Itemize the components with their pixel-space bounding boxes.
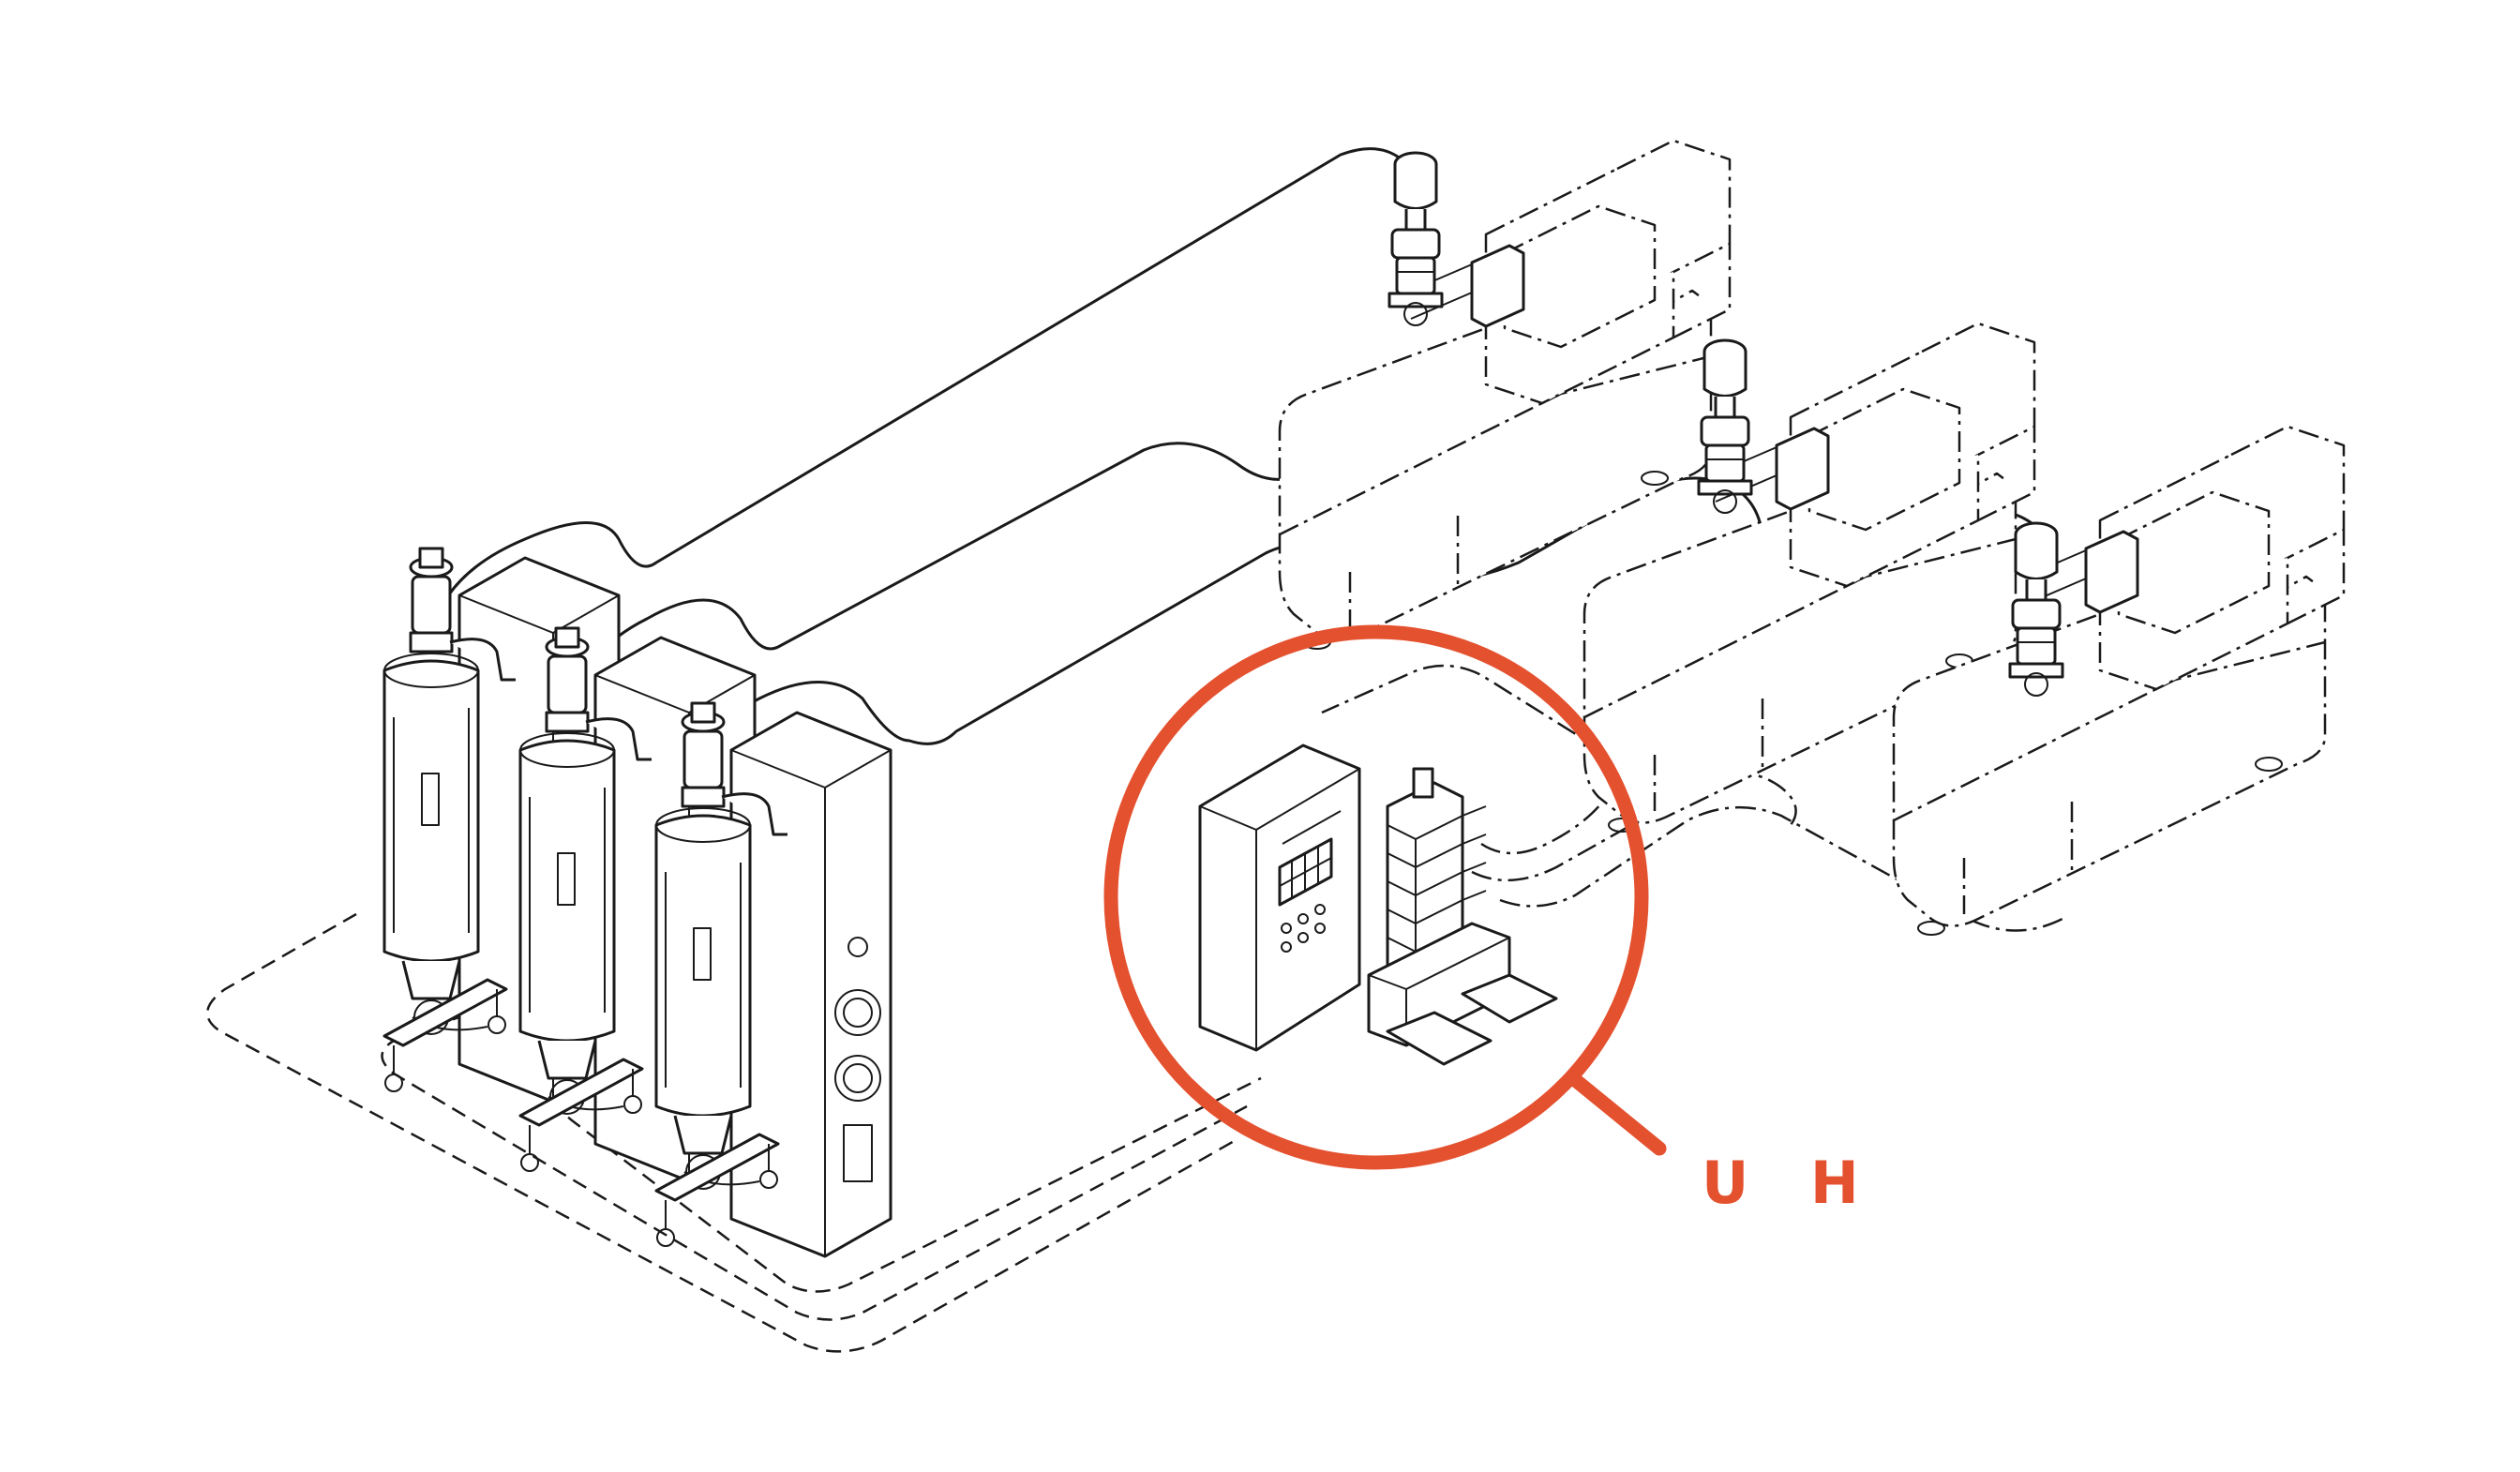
highlight-circle — [1103, 624, 1649, 1170]
control-buttons — [1281, 904, 1326, 953]
callout-leader-line — [1566, 1071, 1667, 1156]
hopper-loader-2 — [1697, 338, 1753, 515]
hopper-loader-1 — [1388, 151, 1444, 327]
control-unit — [1198, 744, 1558, 1066]
highlight-callout — [1103, 624, 1667, 1170]
callout-label: U H — [1702, 1149, 1880, 1217]
hopper-loader-3 — [2008, 521, 2064, 698]
dryer-unit-3 — [654, 701, 892, 1258]
